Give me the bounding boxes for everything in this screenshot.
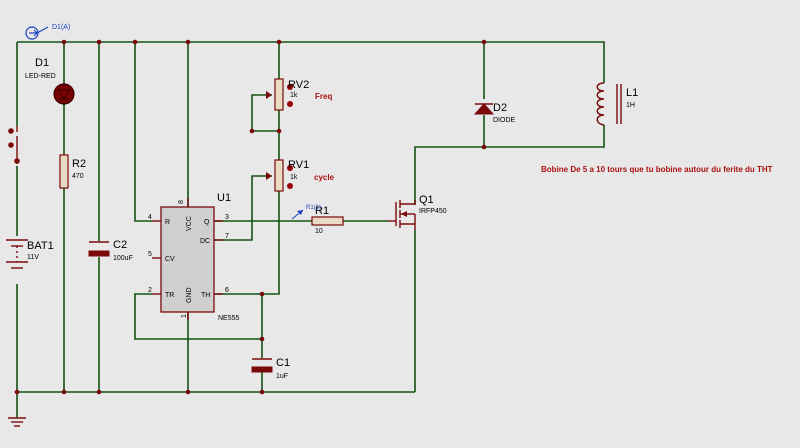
r1-probe-label: R1(1)	[306, 205, 321, 211]
rv1-ref: RV1	[288, 159, 309, 171]
probe-label: D1(A)	[52, 24, 70, 31]
u1-pin-5-number: 5	[148, 251, 152, 258]
resistor-r1[interactable]: R1 10 R1(1)	[291, 205, 344, 235]
u1-value: NE555	[218, 315, 240, 322]
capacitor-c1[interactable]: C1 1uF	[251, 357, 290, 380]
r1-value: 10	[315, 228, 323, 235]
wire-drain	[414, 125, 605, 205]
u1-pin-3-number: 3	[225, 214, 229, 221]
junction-dot	[185, 39, 191, 45]
wire-reset	[134, 42, 152, 222]
power-switch[interactable]	[8, 126, 20, 164]
rv1-value: 1k	[290, 174, 298, 181]
resistor-r2[interactable]: R2 470	[59, 154, 86, 189]
diode-d2[interactable]: D2 DIODE	[473, 102, 516, 124]
junction-dot	[259, 389, 265, 395]
rv2-value: 1k	[290, 92, 298, 99]
ic-u1-ne555[interactable]: U1 NE555 R CV TR Q DC TH VCC GND 4 5 2 3…	[148, 192, 240, 322]
u1-pin-tr-name: TR	[165, 292, 174, 299]
q1-value: IRFP450	[419, 208, 447, 215]
u1-pin-7-number: 7	[225, 233, 229, 240]
junction-dot	[276, 128, 282, 134]
l1-value: 1H	[626, 102, 635, 109]
rv1-note: cycle	[314, 173, 335, 182]
r2-value: 470	[72, 173, 84, 180]
junction-dot	[481, 144, 487, 150]
wire-rv2-wiper	[251, 94, 279, 132]
junction-dot	[185, 389, 191, 395]
bat1-value: 11V	[27, 254, 39, 261]
c2-value: 100uF	[113, 255, 133, 262]
d2-value: DIODE	[493, 117, 516, 124]
wire-trigger	[134, 293, 262, 340]
junction-dot	[259, 291, 265, 297]
junctions	[14, 39, 487, 395]
u1-pin-r-name: R	[165, 219, 170, 226]
u1-pin-2-number: 2	[148, 287, 152, 294]
junction-dot	[259, 336, 265, 342]
c2-ref: C2	[113, 239, 127, 251]
d1-value: LED-RED	[25, 73, 56, 80]
wire-top-rail	[17, 41, 605, 83]
potentiometer-rv2[interactable]: RV2 1k Freq	[266, 78, 332, 111]
battery-bat1[interactable]: BAT1 11V	[6, 239, 54, 269]
junction-dot	[132, 39, 138, 45]
inductor-l1[interactable]: L1 1H	[596, 82, 638, 126]
u1-pin-6-number: 6	[225, 287, 229, 294]
ground-symbol[interactable]	[8, 417, 26, 427]
c1-ref: C1	[276, 357, 290, 369]
r1-ref: R1	[315, 205, 329, 217]
u1-pin-q-name: Q	[204, 219, 210, 226]
mosfet-q1[interactable]: Q1 IRFP450	[388, 194, 447, 230]
c1-value: 1uF	[276, 373, 288, 380]
voltage-probe-d1[interactable]: D1(A)	[25, 24, 70, 40]
junction-dot	[61, 389, 67, 395]
junction-dot	[14, 389, 20, 395]
led-d1[interactable]: D1 LED-RED	[25, 57, 75, 105]
junction-dot	[481, 39, 487, 45]
u1-pin-cv-name: CV	[165, 256, 175, 263]
u1-ref: U1	[217, 192, 231, 204]
junction-dot	[96, 39, 102, 45]
junction-dot	[249, 128, 255, 134]
u1-pin-8-number: 8	[178, 200, 185, 204]
u1-pin-th-name: TH	[201, 292, 210, 299]
junction-dot	[96, 389, 102, 395]
rv2-ref: RV2	[288, 79, 309, 91]
coil-annotation: Bobine De 5 a 10 tours que tu bobine aut…	[541, 165, 773, 174]
wires	[16, 41, 605, 418]
junction-dot	[276, 39, 282, 45]
wire-rv1-wiper	[214, 175, 272, 241]
capacitor-c2[interactable]: C2 100uF	[88, 239, 133, 262]
d1-ref: D1	[35, 57, 49, 69]
rv2-note: Freq	[315, 92, 332, 101]
potentiometer-rv1[interactable]: RV1 1k cycle	[266, 159, 335, 192]
u1-pin-dc-name: DC	[200, 238, 210, 245]
junction-dot	[61, 39, 67, 45]
wire-threshold	[214, 191, 280, 295]
d2-ref: D2	[493, 102, 507, 114]
u1-pin-1-number: 1	[181, 314, 188, 318]
q1-ref: Q1	[419, 194, 434, 206]
bat1-ref: BAT1	[27, 240, 54, 252]
u1-pin-4-number: 4	[148, 214, 152, 221]
u1-pin-vcc-name: VCC	[186, 216, 193, 231]
u1-pin-gnd-name: GND	[186, 287, 193, 303]
l1-ref: L1	[626, 87, 638, 99]
r2-ref: R2	[72, 158, 86, 170]
